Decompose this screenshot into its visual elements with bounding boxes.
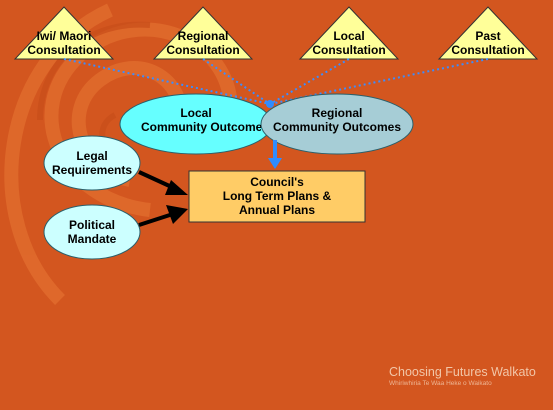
footer-subtitle: Whiriwhiria Te Waa Heke o Waikato — [389, 380, 492, 387]
connector-hub-dot — [266, 100, 274, 108]
political-arrow-head — [166, 205, 188, 224]
local-consultation-line1: Local — [333, 29, 365, 43]
past-consultation-label: Past Consultation — [438, 29, 538, 57]
iwi-maori-line1: Iwi/ Maori — [36, 29, 92, 43]
footer-title: Choosing Futures Walkato — [389, 365, 536, 379]
blue-down-arrow-head — [268, 158, 282, 169]
council-plans-box — [188, 170, 366, 223]
regional-consultation-line2: Consultation — [166, 43, 240, 57]
past-consultation-line2: Consultation — [451, 43, 525, 57]
local-outcomes-line1: Local — [180, 106, 212, 120]
connector-regional — [202, 58, 271, 105]
legal-requirements-ellipse — [43, 135, 141, 191]
plans-line2: Long Term Plans & — [222, 189, 332, 203]
political-line1: Political — [68, 218, 115, 232]
plans-line1: Council's — [250, 175, 304, 189]
legal-arrow-head — [165, 180, 188, 195]
regional-community-outcomes-label: Regional Community Outcomes — [267, 106, 407, 134]
iwi-maori-line2: Consultation — [27, 43, 101, 57]
regional-outcomes-line1: Regional — [311, 106, 363, 120]
legal-requirements-label: Legal Requirements — [44, 149, 140, 177]
regional-consultation-line1: Regional — [177, 29, 229, 43]
local-consultation-line2: Consultation — [312, 43, 386, 57]
connector-iwi — [63, 58, 271, 105]
political-mandate-ellipse — [43, 204, 141, 260]
iwi-maori-consultation-label: Iwi/ Maori Consultation — [14, 29, 114, 57]
political-mandate-label: Political Mandate — [44, 218, 140, 246]
political-line2: Mandate — [67, 232, 117, 246]
local-outcomes-line2: Community Outcomes — [141, 120, 261, 134]
past-consultation-line1: Past — [475, 29, 501, 43]
plans-line3: Annual Plans — [238, 203, 315, 217]
legal-line2: Requirements — [51, 163, 133, 177]
local-community-outcomes-label: Local Community Outcomes — [131, 106, 261, 134]
council-plans-label: Council's Long Term Plans & Annual Plans — [189, 175, 365, 217]
iwi-maori-consultation-triangle — [13, 6, 115, 60]
local-consultation-label: Local Consultation — [299, 29, 399, 57]
regional-community-outcomes-ellipse — [260, 93, 414, 155]
connector-local — [269, 58, 350, 105]
regional-outcomes-line2: Community Outcomes — [272, 120, 401, 134]
legal-line1: Legal — [76, 149, 108, 163]
regional-consultation-label: Regional Consultation — [153, 29, 253, 57]
footer-logo: Choosing Futures Walkato Whiriwhiria Te … — [389, 365, 536, 387]
